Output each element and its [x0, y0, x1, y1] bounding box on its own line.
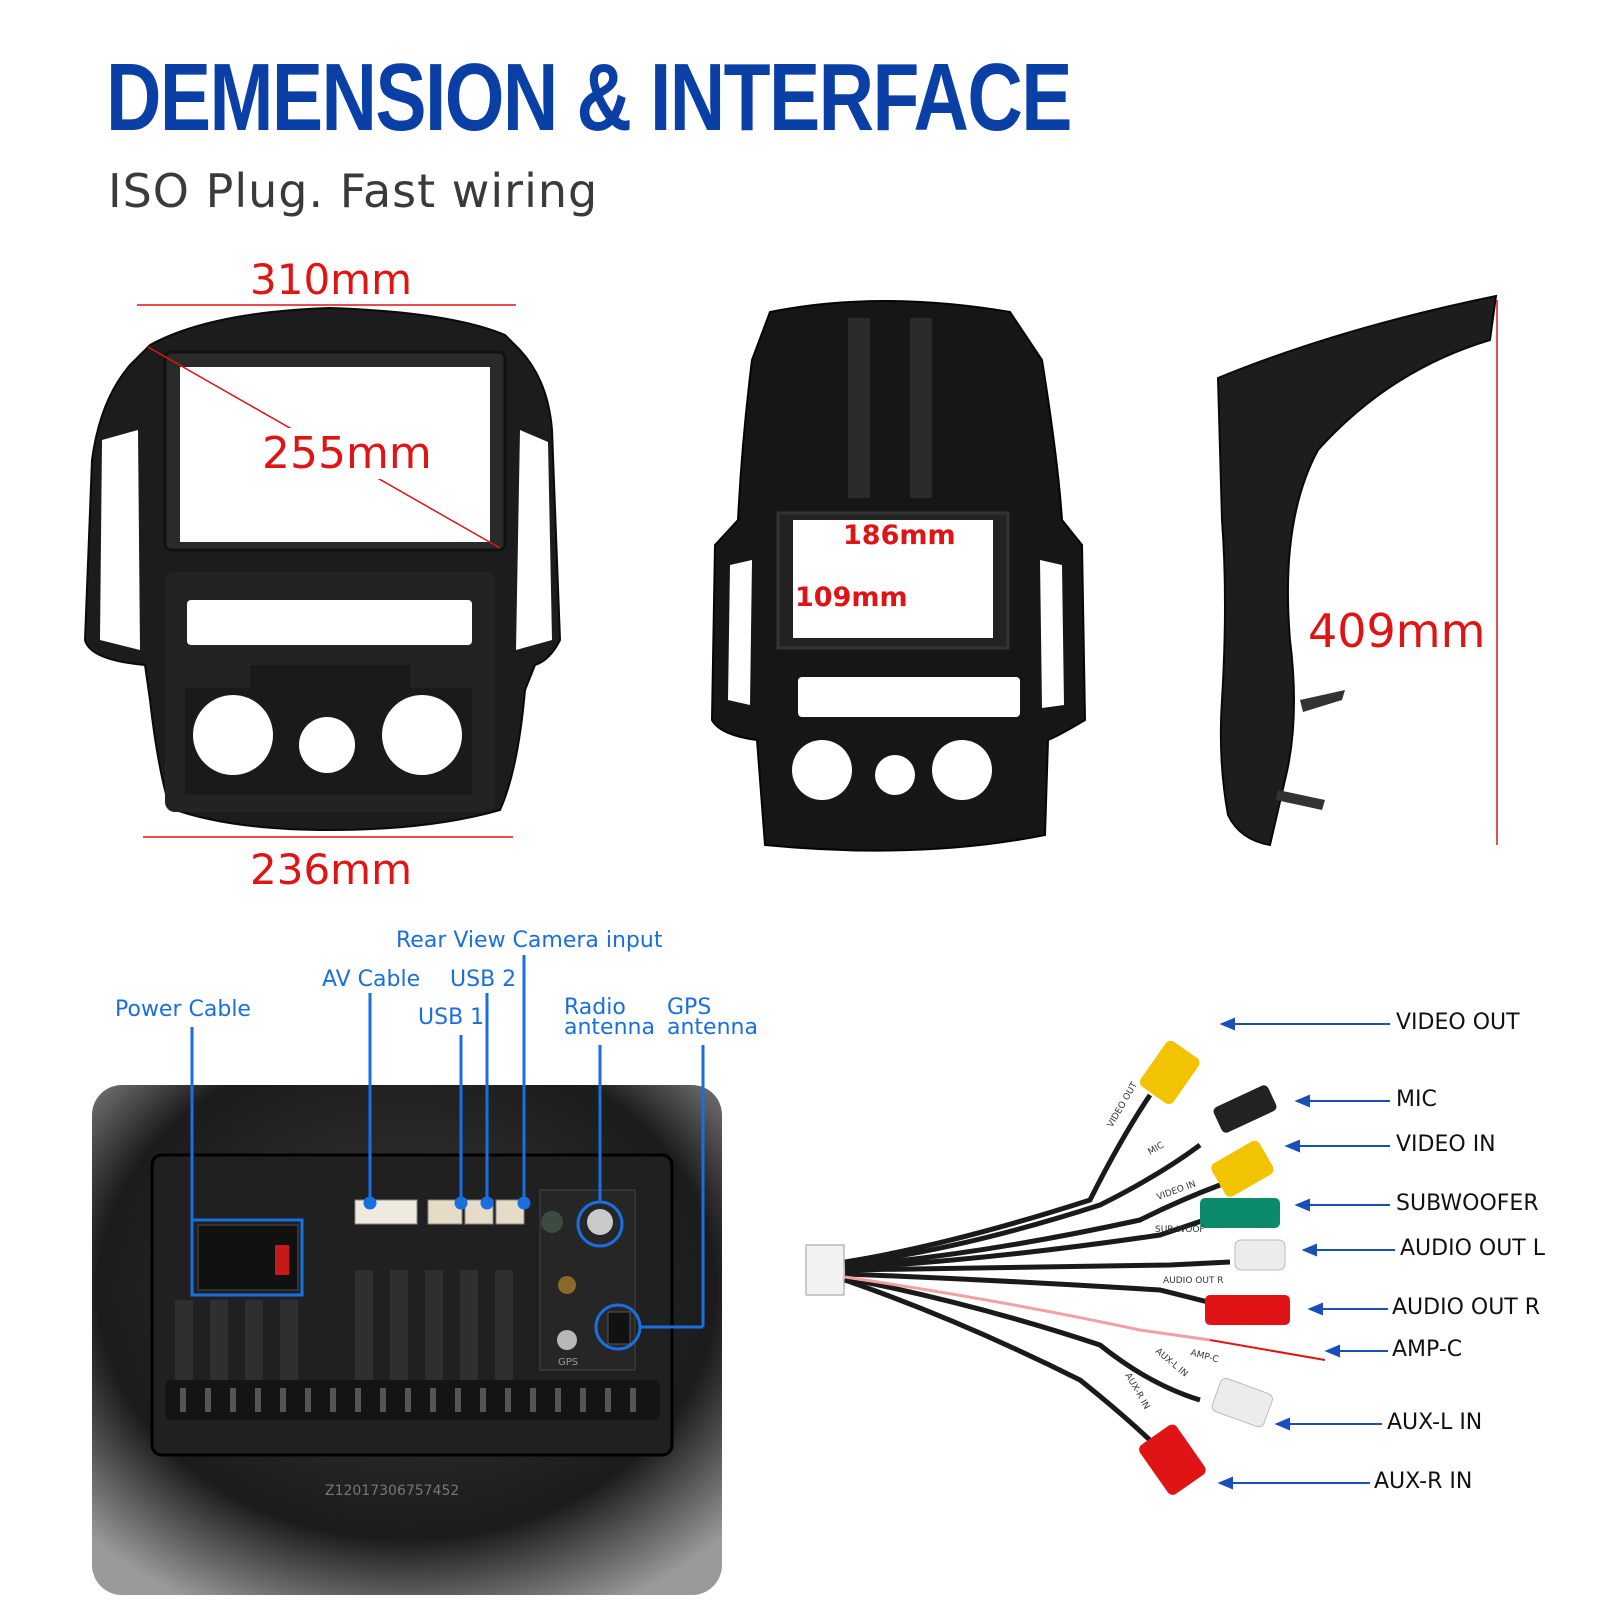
center-knob-hole — [299, 717, 355, 773]
diagonal-label: 255mm — [262, 428, 432, 479]
screen-width-label: 186mm — [843, 520, 956, 551]
av-callout-dot — [363, 1196, 377, 1210]
left-knob-hole — [193, 695, 273, 775]
mic-label: MIC — [1396, 1087, 1437, 1112]
tag-mic: MIC — [1147, 1141, 1166, 1158]
tag-video-in: VIDEO IN — [1156, 1179, 1198, 1202]
unit-screw — [558, 1276, 576, 1294]
radio-antenna-socket — [587, 1209, 613, 1235]
usb1-label: USB 1 — [418, 1005, 485, 1030]
amp-c-wire — [844, 1275, 1211, 1342]
gps-antenna-label-1: GPS — [667, 995, 712, 1020]
side-profile-body — [1216, 294, 1498, 847]
aux-r-in-label: AUX-R IN — [1374, 1469, 1473, 1494]
top-width-label: 310mm — [250, 255, 412, 304]
usb2-callout-dot — [480, 1196, 494, 1210]
right-vent-slot — [516, 430, 552, 650]
back-rib-right — [910, 318, 932, 498]
back-right-hole — [932, 740, 992, 800]
gps-port — [607, 1311, 631, 1345]
unit-knob — [541, 1211, 563, 1233]
power-cable-label: Power Cable — [115, 997, 251, 1022]
unit-ribs — [175, 1270, 513, 1400]
unit-serial: Z12017306757452 — [325, 1483, 459, 1499]
camera-callout-dot — [517, 1196, 531, 1210]
side-height-label: 409mm — [1308, 604, 1486, 658]
label-arrows — [1217, 1017, 1395, 1490]
back-left-hole — [792, 740, 852, 800]
cable-plug — [805, 1244, 845, 1296]
right-knob-hole — [382, 695, 462, 775]
back-left-slot — [728, 560, 752, 705]
side-clip-1 — [1300, 690, 1345, 712]
back-screen-opening — [793, 520, 993, 638]
unit-vent-strip — [165, 1380, 660, 1420]
rear-camera-label: Rear View Camera input — [396, 928, 663, 953]
unit-gps-print: GPS — [558, 1357, 578, 1368]
tag-aux-l-in: AUX-L IN — [1153, 1347, 1189, 1380]
tag-sub-woof: SUB WOOF — [1155, 1225, 1205, 1235]
tag-amp-c: AMP-C — [1189, 1348, 1219, 1365]
back-right-slot — [1040, 560, 1064, 708]
unit-vent-slots — [180, 1388, 636, 1412]
side-clip-2 — [1276, 790, 1325, 810]
aux-l-in-label: AUX-L IN — [1387, 1410, 1483, 1435]
usb1-callout-dot — [454, 1196, 468, 1210]
bottom-width-label: 236mm — [250, 845, 412, 894]
left-vent-slot — [100, 430, 140, 650]
audio-out-l-label: AUDIO OUT L — [1400, 1236, 1545, 1261]
amp-c-end — [1209, 1339, 1326, 1361]
subwoofer-label: SUBWOOFER — [1396, 1191, 1539, 1216]
page-title: DEMENSION & INTERFACE — [106, 44, 1072, 151]
av-cable-label: AV Cable — [322, 967, 421, 992]
usb2-label: USB 2 — [450, 967, 517, 992]
amp-c-label: AMP-C — [1392, 1337, 1463, 1362]
audio-out-r-label: AUDIO OUT R — [1392, 1295, 1541, 1320]
gps-antenna-label-2: antenna — [667, 1015, 758, 1040]
back-rib-left — [848, 318, 870, 498]
video-in-label: VIDEO IN — [1396, 1132, 1496, 1157]
screen-height-label: 109mm — [795, 582, 908, 613]
gps-antenna-socket — [557, 1330, 577, 1350]
cable-wires — [844, 1093, 1231, 1452]
radio-antenna-label-1: Radio — [564, 995, 626, 1020]
power-highlight — [190, 1218, 304, 1297]
power-fuse — [275, 1245, 289, 1275]
radio-antenna-label-2: antenna — [564, 1015, 655, 1040]
tag-audio-out-r: AUDIO OUT R — [1163, 1276, 1224, 1286]
page-subtitle: ISO Plug. Fast wiring — [108, 164, 599, 218]
rca-plugs — [1139, 1040, 1290, 1495]
back-center-hole — [875, 755, 915, 795]
video-out-label: VIDEO OUT — [1396, 1010, 1520, 1035]
control-slot — [187, 600, 472, 645]
back-control-slot — [798, 677, 1020, 717]
